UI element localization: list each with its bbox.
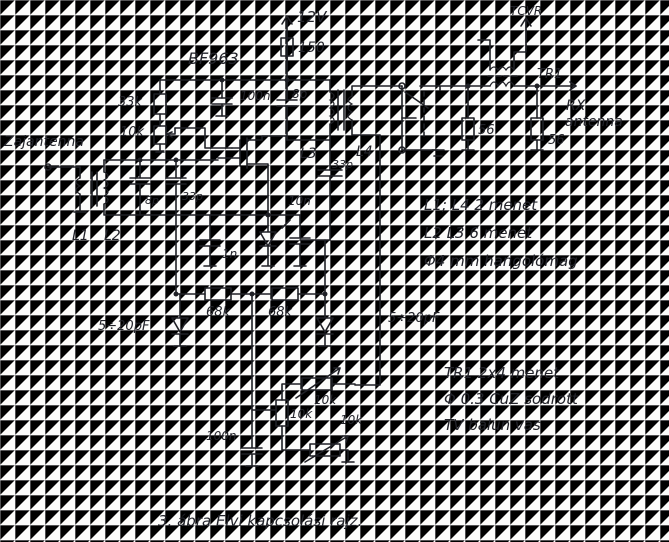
note-l1-l4: L1; L4 2 menet xyxy=(424,196,538,214)
capacitor-1n xyxy=(199,214,221,267)
label-antenna: antenna xyxy=(565,114,623,130)
label-l4: L4 xyxy=(356,144,373,160)
note-core: Φ4 mm hangolómag xyxy=(424,252,578,270)
note-balun: TV balun vas xyxy=(444,416,541,434)
label-56a: 56 xyxy=(478,123,495,138)
label-l2: L2 xyxy=(104,228,121,244)
coils-l3-l4 xyxy=(328,79,403,171)
label-33p-right: 33p xyxy=(332,158,353,171)
note-tr1: TR1 2x4 menet xyxy=(444,364,560,382)
label-100n-top: 100n xyxy=(240,89,271,103)
rx-output-network xyxy=(439,81,577,151)
label-pot-3: 10k xyxy=(340,413,363,427)
note-l2-l3: L2 L3 6 menet xyxy=(424,224,533,242)
label-1n: 1n xyxy=(222,247,237,261)
label-56b: 56 xyxy=(548,133,565,148)
label-zajantenna: Zajantenna xyxy=(3,134,84,150)
rx-line xyxy=(354,134,381,386)
tr1-transformer xyxy=(477,17,532,77)
potentiometer-10k-bias xyxy=(153,125,233,153)
varicap-right xyxy=(316,293,334,347)
label-5-20pf-right: 5÷20pF xyxy=(388,311,440,326)
label-150: 150 xyxy=(298,40,325,56)
resistor-33k xyxy=(153,79,167,127)
label-12v: 12V xyxy=(297,8,328,26)
label-33k: 33k xyxy=(118,95,143,110)
label-rx: RX xyxy=(566,98,586,114)
label-8p-top: 8p xyxy=(292,87,308,101)
capacitor-100n-bottom xyxy=(241,409,263,467)
capacitor-100n-top xyxy=(211,79,233,117)
label-68k-a: 68k xyxy=(206,305,231,320)
label-100n-bottom: 100n xyxy=(206,429,237,443)
label-10n: 10n xyxy=(288,194,311,208)
label-68k-b: 68k xyxy=(268,305,293,320)
label-8p-left: 8p xyxy=(145,194,159,207)
input-caps xyxy=(129,157,187,216)
label-pot-2: 10k xyxy=(290,407,313,421)
capacitor-33p-right xyxy=(299,169,343,241)
label-tr1: TR1 xyxy=(537,67,562,82)
label-tcvr: TCVR xyxy=(510,4,542,18)
label-pot-1: 10k xyxy=(314,393,337,407)
label-10k-top: 10k xyxy=(120,125,145,140)
label-5-20pf-left: 5÷20pF xyxy=(98,319,150,334)
input-coils-l1-l2 xyxy=(44,159,301,216)
supply-12v xyxy=(280,15,294,81)
varicap-and-10n xyxy=(259,212,311,267)
varicap-left xyxy=(171,293,189,347)
figure-caption: 3. ábra Elvi kapcsolási rajz. xyxy=(158,512,362,530)
label-bf963: BF963 xyxy=(188,49,239,68)
label-l1: L1 xyxy=(72,228,89,244)
label-33p-left: 33p xyxy=(182,190,203,203)
note-wire: Φ 0.3 CuZ sodrott xyxy=(444,390,579,408)
pot-network xyxy=(275,367,356,463)
transistor-bf963 xyxy=(217,135,288,216)
label-l3: L3 xyxy=(300,146,317,162)
